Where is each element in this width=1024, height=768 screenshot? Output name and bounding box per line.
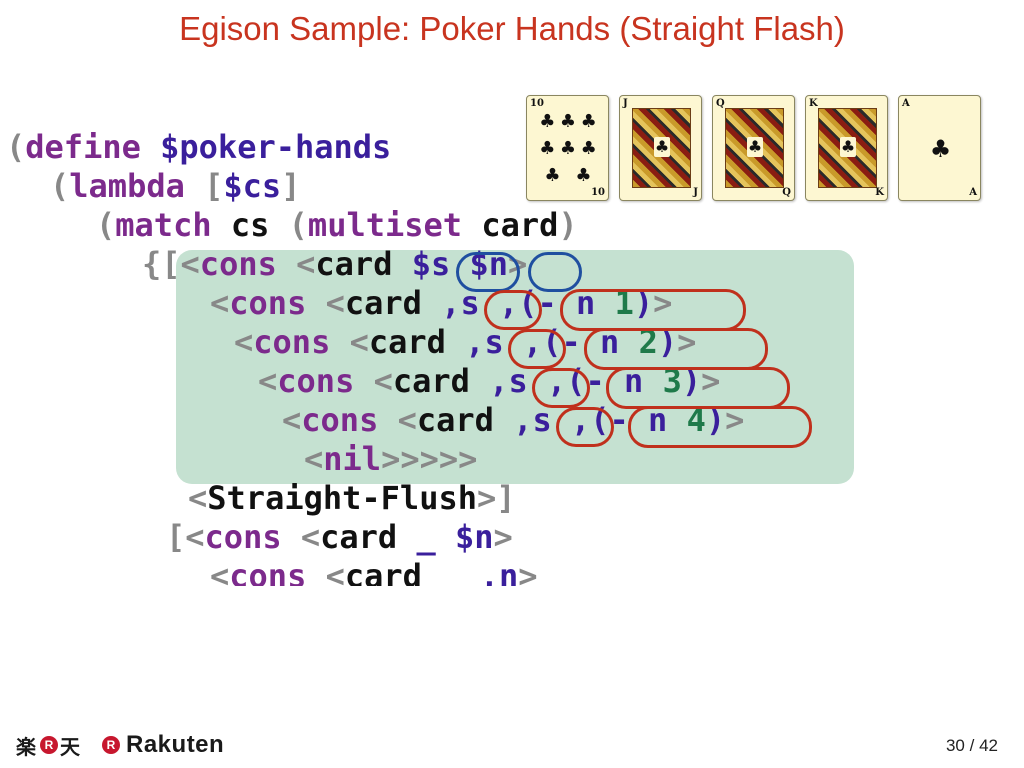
r-badge-icon: R	[40, 736, 58, 754]
card-rank: A	[902, 98, 910, 109]
code-line: [<cons <card _ $n>	[166, 518, 513, 556]
club-icon: ♣	[840, 137, 856, 157]
jack-face-image: ♣	[632, 108, 691, 188]
logo-text: Rakuten	[126, 731, 225, 758]
king-face-image: ♣	[818, 108, 877, 188]
code-line: <nil>>>>>	[304, 440, 478, 478]
club-icon: ♣	[580, 137, 597, 159]
card-queen-of-clubs: Q ♣ Q	[712, 95, 795, 201]
code-line: (define $poker-hands	[6, 128, 392, 166]
logo-kanji: 天	[60, 736, 80, 759]
card-king-of-clubs: K ♣ K	[805, 95, 888, 201]
r-badge-icon: R	[102, 736, 120, 754]
code-line: (lambda [$cs]	[50, 167, 301, 205]
slide-title: Egison Sample: Poker Hands (Straight Fla…	[179, 10, 845, 47]
queen-face-image: ♣	[725, 108, 784, 188]
club-icon: ♣	[929, 134, 952, 163]
rakuten-logo: 楽 R 天 R Rakuten	[16, 730, 224, 760]
card-strip: 10 ♣ ♣ ♣ ♣ ♣ ♣ ♣ ♣ 10 J ♣ J Q ♣ Q K ♣ K	[526, 95, 982, 201]
code-line: <cons <card ,s ,(- n 2)>	[234, 323, 697, 361]
code-line: <cons <card ,s ,(- n 3)>	[258, 362, 721, 400]
card-rank: J	[693, 187, 698, 198]
code-block: (define $poker-hands (lambda [$cs] (matc…	[0, 128, 1024, 586]
code-line: <cons <card ,s ,(- n 4)>	[282, 401, 745, 439]
card-ace-of-clubs: A ♣ A	[898, 95, 981, 201]
code-line: <cons <card ,s ,(- n 1)>	[210, 284, 673, 322]
card-rank: A	[969, 187, 977, 198]
card-rank: K	[875, 187, 884, 198]
club-icon: ♣	[654, 137, 670, 157]
club-icon: ♣	[580, 110, 597, 132]
logo-kanji: 楽	[16, 736, 36, 759]
card-rank: K	[809, 98, 818, 109]
card-jack-of-clubs: J ♣ J	[619, 95, 702, 201]
card-rank: Q	[716, 98, 725, 109]
card-rank: 10	[591, 187, 605, 198]
club-icon: ♣	[559, 137, 577, 159]
code-line: (match cs (multiset card)	[96, 206, 578, 244]
code-line: {[<cons <card $s $n>	[142, 245, 528, 283]
card-ten-of-clubs: 10 ♣ ♣ ♣ ♣ ♣ ♣ ♣ ♣ 10	[526, 95, 609, 201]
club-icon: ♣	[575, 165, 592, 187]
card-rank: J	[623, 98, 628, 109]
club-icon: ♣	[539, 137, 556, 159]
club-pips: ♣ ♣ ♣ ♣ ♣ ♣ ♣ ♣	[537, 108, 599, 190]
club-icon: ♣	[544, 165, 561, 187]
code-line: <cons <card _ ,n>	[210, 557, 538, 586]
card-rank: Q	[782, 187, 791, 198]
page-number: 30 / 42	[945, 736, 998, 755]
club-icon: ♣	[539, 110, 556, 132]
card-rank: 10	[530, 98, 544, 109]
club-icon: ♣	[747, 137, 763, 157]
club-icon: ♣	[559, 110, 577, 132]
code-line: <Straight-Flush>]	[188, 479, 516, 517]
